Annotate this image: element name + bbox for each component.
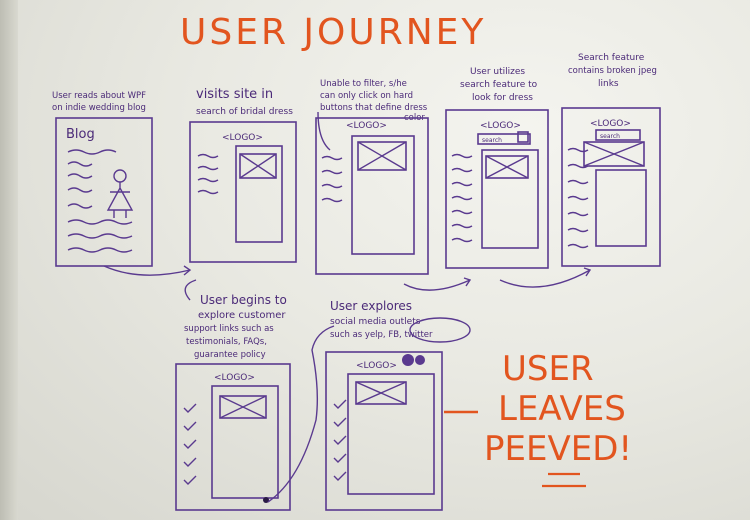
step-7-caption: such as yelp, FB, twitter (330, 330, 433, 340)
step-5-caption: links (598, 79, 619, 89)
step-5-caption: contains broken jpeg (568, 66, 657, 76)
social-media-icon (402, 354, 425, 366)
step-6-caption: support links such as (184, 324, 274, 334)
logo-text: <LOGO> (480, 121, 521, 131)
step-7-caption: User explores (330, 299, 412, 313)
outcome-line-3: PEEVED! (484, 429, 632, 469)
step-1-caption: User reads about WPF (52, 91, 146, 101)
step-5-wireframe: <LOGO> search (561, 107, 661, 267)
outcome-line-1: USER (502, 349, 594, 389)
step-6-caption: testimonials, FAQs, (186, 337, 267, 347)
step-6-caption: User begins to (200, 293, 287, 307)
step-7-caption: social media outlets (330, 317, 421, 327)
step-4-caption: search feature to (460, 80, 538, 90)
logo-text: <LOGO> (356, 361, 397, 371)
step-6-caption: guarantee policy (194, 350, 266, 360)
arrow-3-4 (403, 279, 471, 291)
outcome-line-2: LEAVES (498, 389, 626, 429)
search-box-label: search (482, 137, 502, 144)
step-4-wireframe: <LOGO> search (445, 109, 549, 269)
arrow-caption-3 (317, 111, 331, 151)
arrow-4-5 (499, 269, 591, 288)
step-4-caption: User utilizes (470, 67, 525, 77)
step-1-wireframe: Blog (55, 117, 153, 267)
step-3-caption: can only click on hard (320, 91, 413, 101)
logo-text: <LOGO> (222, 133, 263, 143)
arrow-6-7 (267, 325, 335, 503)
board-title: USER JOURNEY (180, 12, 486, 53)
step-5-caption: Search feature (578, 53, 645, 63)
step-6-wireframe: <LOGO> (175, 363, 291, 511)
step-2-wireframe: <LOGO> (189, 121, 297, 263)
bride-figure-icon (106, 169, 134, 218)
step-3-caption: buttons that define dress (320, 103, 428, 113)
step-3-caption: Unable to filter, s/he (320, 79, 407, 89)
step-4-caption: look for dress (472, 93, 533, 103)
step-7-wireframe: <LOGO> (325, 351, 443, 511)
logo-text: <LOGO> (346, 121, 387, 131)
blog-label: Blog (66, 127, 95, 142)
outcome-underline (542, 472, 586, 488)
logo-text: <LOGO> (214, 373, 255, 383)
wall-edge (0, 0, 18, 520)
search-box-label: search (600, 133, 620, 140)
logo-text: <LOGO> (590, 119, 631, 129)
step-3-wireframe: <LOGO> (315, 117, 429, 275)
step-2-caption: search of bridal dress (196, 107, 293, 117)
arrow-2-6 (184, 279, 197, 301)
step-2-caption: visits site in (196, 87, 273, 102)
arrow-1-2 (103, 265, 191, 276)
step-1-caption: on indie wedding blog (52, 103, 146, 113)
step-6-caption: explore customer (198, 310, 286, 321)
twitter-highlight-circle (409, 317, 471, 343)
